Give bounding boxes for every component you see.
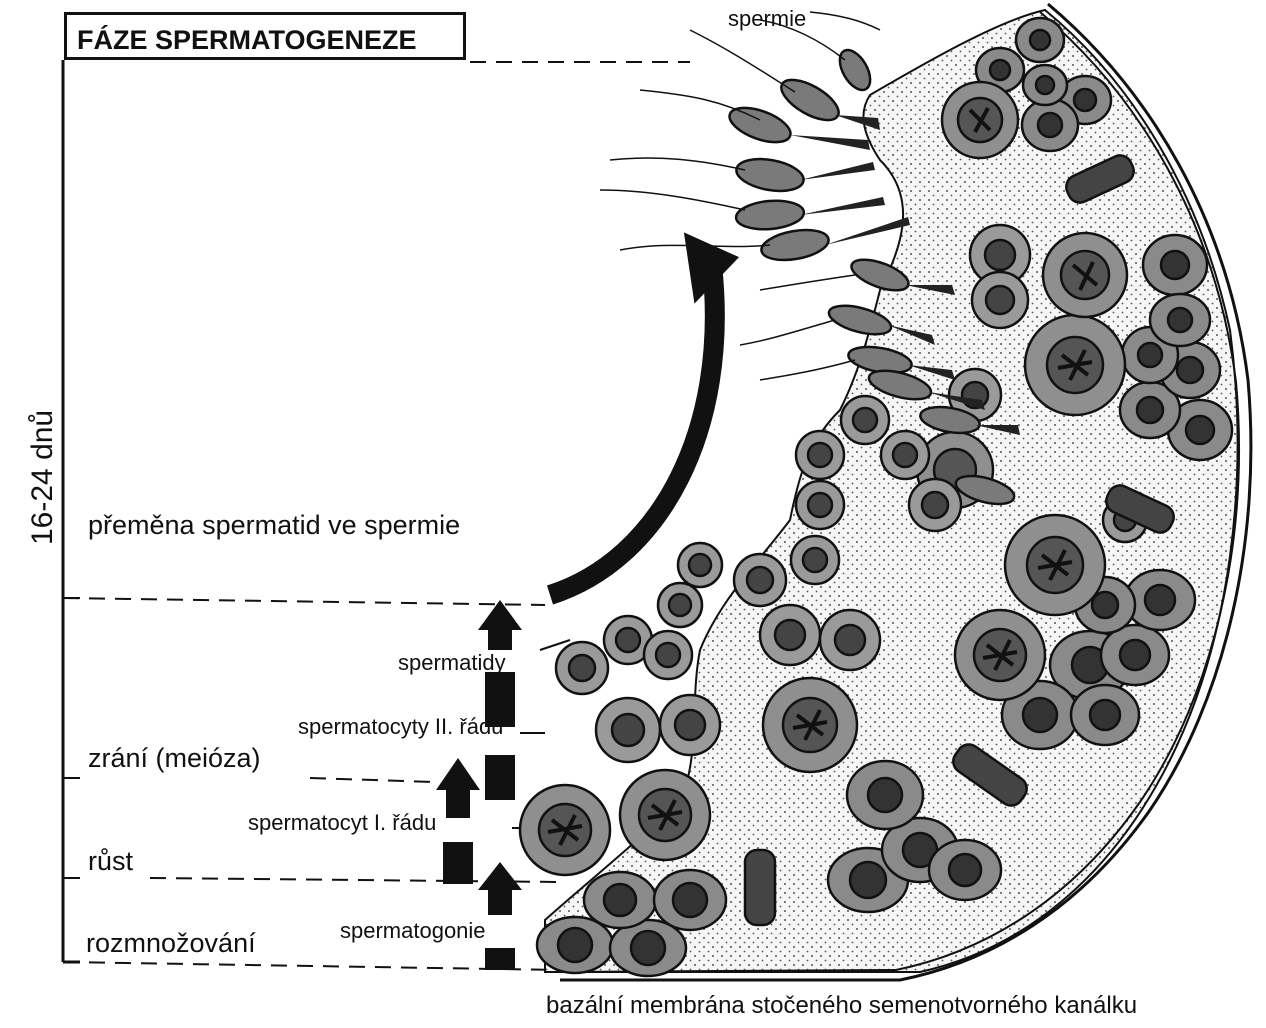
phase-proliferation-label: rozmnožování [86, 930, 256, 957]
phase-ticks [63, 598, 80, 878]
phase-growth-label: růst [88, 848, 133, 875]
spermatocyt-1-label: spermatocyt I. řádu [248, 812, 436, 834]
basal-membrane-label: bazální membrána stočeného semenotvornéh… [546, 994, 1137, 1018]
spermatocyty-2-label: spermatocyty II. řádu [298, 716, 503, 738]
duration-label: 16-24 dnů [26, 410, 60, 545]
transformation-arrow [550, 224, 746, 595]
spermatogonie-label: spermatogonie [340, 920, 486, 942]
phase-maturation-label: zrání (meióza) [88, 745, 261, 772]
spermatidy-label: spermatidy [398, 652, 506, 674]
timeline-axis [63, 60, 80, 962]
diagram-title: FÁZE SPERMATOGENEZE [64, 12, 466, 60]
phase-transformation-label: přeměna spermatid ve spermie [88, 512, 460, 539]
spermie-label: spermie [728, 8, 806, 30]
